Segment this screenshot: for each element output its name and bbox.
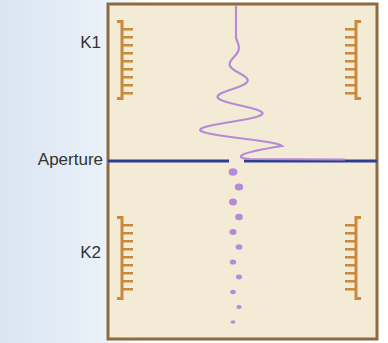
part-label: K2 (80, 244, 101, 261)
wave-packet (200, 5, 345, 160)
chamber-housing (108, 4, 377, 339)
part-label: K1 (80, 34, 101, 51)
particle-beam (229, 168, 244, 324)
aperture-plate (108, 160, 229, 163)
part-label: Aperture (38, 151, 103, 168)
